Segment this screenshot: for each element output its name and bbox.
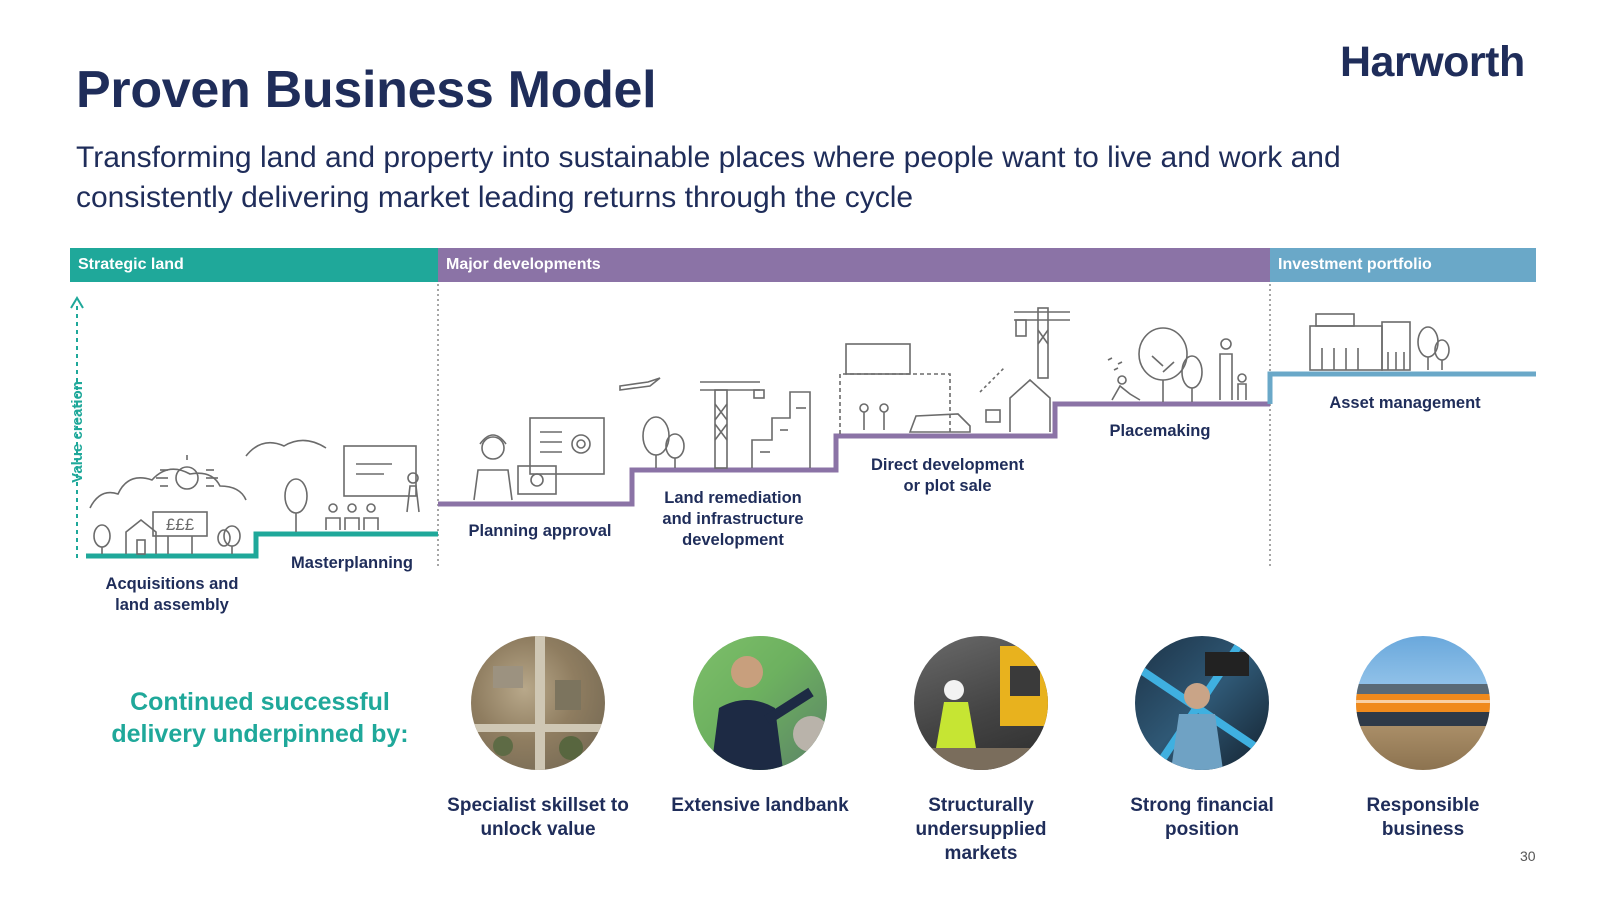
masterplan-presentation-photo <box>693 636 827 770</box>
step-direct-line-2: or plot sale <box>903 477 992 495</box>
sitting-person-icon <box>1117 375 1127 385</box>
tree-icon <box>1138 327 1188 381</box>
pillar-caption-responsible: Responsible business <box>1318 794 1528 842</box>
pillar-3-line-1: Structurally <box>928 795 1034 816</box>
step-acquisitions: Acquisitions and land assembly <box>92 574 252 616</box>
pillar-3-line-3: markets <box>944 843 1018 864</box>
value-creation-staircase: Value creation £££ <box>69 284 1536 566</box>
step-land-remediation: Land remediation and infrastructure deve… <box>648 488 818 551</box>
industrial-worker-photo <box>1135 636 1269 770</box>
presentation-graphic <box>693 636 827 770</box>
pillar-caption-landbank: Extensive landbank <box>655 794 865 818</box>
direct-development-illustration <box>839 307 1070 434</box>
cloud-icon <box>245 439 327 457</box>
house-icon <box>125 518 157 554</box>
cloud-icon <box>89 468 247 509</box>
building-icon <box>1315 313 1355 327</box>
value-creation-label: Value creation <box>69 381 86 483</box>
aerial-site-graphic <box>471 636 605 770</box>
construction-graphic <box>914 646 1048 770</box>
staircase-major <box>438 401 1270 507</box>
van-icon <box>908 413 971 433</box>
step-acquisitions-line-2: land assembly <box>115 596 229 614</box>
pillar-1-line-2: unlock value <box>480 819 596 840</box>
building-frame-icon <box>839 373 951 434</box>
pillar-4-line-1: Strong financial <box>1130 795 1274 816</box>
presentation-board-icon <box>343 445 417 497</box>
child-icon <box>1237 373 1247 383</box>
page-title: Proven Business Model <box>76 61 657 119</box>
step-remediation-line-2: and infrastructure <box>662 510 804 528</box>
page-number: 30 <box>1520 848 1536 864</box>
house-icon <box>1009 378 1051 432</box>
tree-icon <box>642 416 670 456</box>
worker-icon <box>481 436 505 460</box>
building-outline-icon <box>751 391 811 468</box>
step-remediation-line-1: Land remediation <box>664 489 802 507</box>
industrial-graphic <box>1135 636 1269 770</box>
masterplanning-illustration <box>245 439 420 532</box>
tree-icon <box>284 478 308 514</box>
placemaking-illustration <box>1107 327 1247 402</box>
band-investment-portfolio: Investment portfolio <box>1270 248 1536 282</box>
pillar-2-line-1: Extensive landbank <box>671 795 849 816</box>
pillar-5-line-1: Responsible <box>1366 795 1480 816</box>
staircase-strategic <box>86 531 438 559</box>
crane-icon <box>714 389 728 469</box>
band-strategic-land: Strategic land <box>70 248 438 282</box>
step-asset-management: Asset management <box>1329 394 1481 412</box>
person-icon <box>1220 338 1232 350</box>
step-acquisitions-line-1: Acquisitions and <box>105 575 239 593</box>
presenter-icon <box>407 472 419 484</box>
tablet-icon <box>517 465 557 495</box>
billboard-icon <box>845 343 911 375</box>
planning-approval-illustration <box>473 417 605 501</box>
acquisitions-illustration <box>89 455 247 555</box>
step-masterplanning: Masterplanning <box>291 554 413 572</box>
pillar-1-line-1: Specialist skillset to <box>447 795 629 816</box>
pillar-3-line-2: undersupplied <box>915 819 1047 840</box>
sign-currency-text: £££ <box>166 515 195 534</box>
sale-sign-icon <box>152 511 208 537</box>
pillar-caption-skillset: Specialist skillset to unlock value <box>433 794 643 842</box>
page-subtitle: Transforming land and property into sust… <box>76 141 1341 214</box>
harworth-logo: Harworth <box>1340 38 1525 86</box>
pillar-5-line-2: business <box>1381 819 1465 840</box>
construction-workers-photo <box>914 636 1048 770</box>
birds-icon <box>1107 357 1123 371</box>
band-major-developments: Major developments <box>438 248 1270 282</box>
step-placemaking: Placemaking <box>1109 422 1211 440</box>
pillar-4-line-2: position <box>1165 819 1239 840</box>
tagline-line-1: Continued successful <box>130 688 390 716</box>
pillar-caption-markets: Structurally undersupplied markets <box>876 794 1086 866</box>
site-team-photo <box>1356 636 1490 770</box>
audience-icon <box>325 517 341 530</box>
land-remediation-illustration <box>619 377 811 469</box>
axis-arrow-icon <box>70 296 84 309</box>
airplane-icon <box>619 377 661 391</box>
aerial-site-photo <box>471 636 605 770</box>
step-direct-line-1: Direct development <box>870 456 1025 474</box>
staircase-investment <box>1267 371 1536 404</box>
sun-icon <box>175 466 199 490</box>
pillar-caption-financial: Strong financial position <box>1097 794 1307 842</box>
plans-screen-icon <box>529 417 605 475</box>
step-remediation-line-3: development <box>682 531 784 549</box>
delivery-tagline: Continued successful delivery underpinne… <box>95 686 425 750</box>
site-team-graphic <box>1356 684 1490 726</box>
tree-icon <box>93 524 111 548</box>
step-direct-development: Direct development or plot sale <box>855 455 1040 497</box>
tagline-line-2: delivery underpinned by: <box>111 720 409 748</box>
step-planning-approval: Planning approval <box>468 522 612 540</box>
asset-management-illustration <box>1309 313 1450 371</box>
gear-icon <box>571 434 591 454</box>
tree-icon <box>223 525 241 547</box>
